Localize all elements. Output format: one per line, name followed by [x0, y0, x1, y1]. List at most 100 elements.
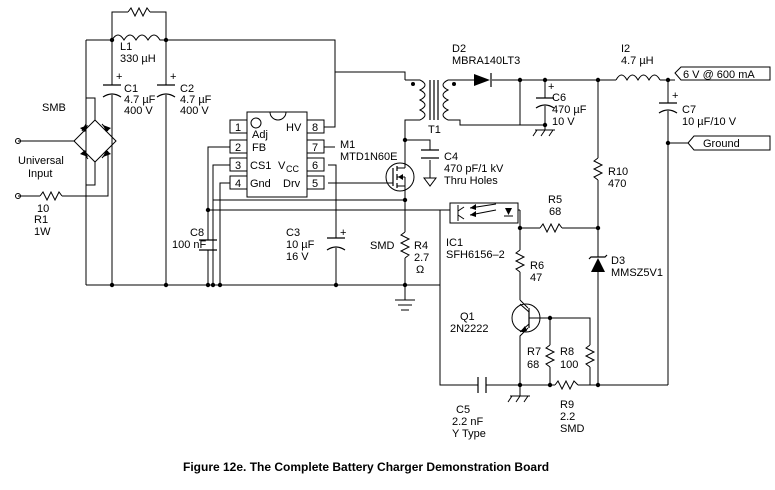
m1-part: MTD1N60E: [340, 151, 397, 163]
m1-mosfet: [385, 162, 415, 192]
c2-ref: C2: [180, 83, 194, 95]
ic-pin4: 4: [235, 178, 241, 190]
d2-part: MBRA140LT3: [452, 55, 520, 67]
secondary-ground-icon: [532, 125, 555, 137]
primary-ground-icon: [395, 299, 415, 311]
r5-value: 68: [549, 206, 561, 218]
i2-ref: I2: [621, 43, 630, 55]
d3-ref: D3: [611, 255, 625, 267]
ic-gnd: Gnd: [250, 178, 271, 190]
bridge-rectifier: [73, 119, 117, 163]
r6-resistor: [514, 249, 526, 273]
d3-part: MMSZ5V1: [611, 267, 663, 279]
r9-resistor: [554, 379, 579, 391]
output-connector: [674, 66, 771, 81]
ic-pin5: 5: [312, 178, 318, 190]
c2-voltage: 400 V: [180, 105, 209, 117]
q1-transistor: [511, 303, 541, 333]
input-terminals: [15, 138, 21, 199]
junction-dots: [109, 37, 671, 388]
c5-type: Y Type: [452, 428, 486, 440]
ic-pin6: 6: [312, 160, 318, 172]
ic-pin3: 3: [235, 160, 241, 172]
c4-value: 470 pF/1 kV: [444, 163, 504, 175]
wiring: [18, 11, 688, 386]
c2-capacitor: [156, 84, 176, 98]
r8-ref: R8: [560, 346, 574, 358]
t1-ref: T1: [428, 124, 441, 136]
c3-ref: C3: [286, 227, 300, 239]
c6-plus: +: [548, 81, 554, 93]
c1-capacitor: [102, 84, 122, 98]
ic-adj: Adj: [252, 129, 268, 141]
ic-hv: HV: [286, 122, 302, 134]
ic-vcc-sub: CC: [286, 164, 299, 174]
ic1-ref: IC1: [446, 237, 463, 249]
ic-pin8: 8: [312, 122, 318, 134]
q1-part: 2N2222: [450, 323, 489, 335]
c8-ref: C8: [190, 227, 204, 239]
r9-smd: SMD: [560, 423, 585, 435]
l1-value: 330 µH: [120, 53, 156, 65]
r9-ref: R9: [560, 399, 574, 411]
c7-capacitor: [658, 102, 678, 114]
i2-value: 4.7 µH: [621, 55, 654, 67]
c2-plus: +: [170, 71, 176, 83]
ic-pin2: 2: [235, 142, 241, 154]
r5-resistor: [539, 222, 563, 234]
l1-ref: L1: [120, 41, 132, 53]
d3-zener-diode: [588, 254, 608, 272]
c6-voltage: 10 V: [552, 116, 575, 128]
transformer-t1: [411, 79, 456, 121]
c6-capacitor: [535, 97, 555, 109]
c6-value: 470 µF: [552, 104, 587, 116]
r10-resistor: [592, 157, 604, 181]
c6-ref: C6: [552, 92, 566, 104]
r4-smd: SMD: [370, 240, 395, 252]
labels: SMB Universal Input 10 R1 1W L1 330 µH +…: [18, 41, 755, 474]
c7-ref: C7: [682, 104, 696, 116]
r10-ref: R10: [608, 166, 628, 178]
r5-ref: R5: [548, 194, 562, 206]
r4-value: 2.7: [414, 252, 429, 264]
universal-label: Universal: [18, 155, 64, 167]
r6-ref: R6: [530, 260, 544, 272]
c5-ground-icon: [507, 385, 530, 403]
r9-value: 2.2: [560, 411, 575, 423]
d2-diode: [474, 73, 492, 87]
c1-voltage: 400 V: [124, 105, 153, 117]
c3-plus: +: [340, 227, 346, 239]
r1-power: 1W: [34, 226, 51, 238]
r4-ref: R4: [414, 240, 428, 252]
r7-resistor: [544, 344, 556, 368]
c8-value: 100 nF: [172, 239, 207, 251]
c4-capacitor: [421, 149, 439, 187]
ic1-part: SFH6156–2: [446, 249, 505, 261]
ic-pin1: 1: [235, 122, 241, 134]
smb-label: SMB: [42, 102, 66, 114]
r7-value: 68: [527, 359, 539, 371]
c4-ref: C4: [444, 151, 458, 163]
ic-drv: Drv: [283, 178, 301, 190]
c7-value: 10 µF/10 V: [682, 116, 737, 128]
c2-value: 4.7 µF: [180, 94, 212, 106]
l1-parallel-resistor: [127, 6, 151, 18]
ic-fb: FB: [252, 142, 266, 154]
c5-capacitor: [477, 377, 487, 393]
c4-note: Thru Holes: [444, 175, 498, 187]
m1-ref: M1: [340, 139, 355, 151]
c3-value: 10 µF: [286, 239, 315, 251]
output-label: 6 V @ 600 mA: [683, 69, 755, 81]
d2-ref: D2: [452, 43, 466, 55]
c3-capacitor: [326, 237, 346, 251]
r1-value: 10: [37, 203, 49, 215]
ic1-optocoupler: [440, 202, 520, 224]
r1-resistor: [39, 190, 63, 202]
c1-ref: C1: [124, 83, 138, 95]
r8-value: 100: [560, 359, 578, 371]
r4-resistor: [399, 231, 411, 259]
ground-label: Ground: [703, 138, 740, 150]
r6-value: 47: [530, 272, 542, 284]
l1-inductor: [111, 34, 166, 41]
